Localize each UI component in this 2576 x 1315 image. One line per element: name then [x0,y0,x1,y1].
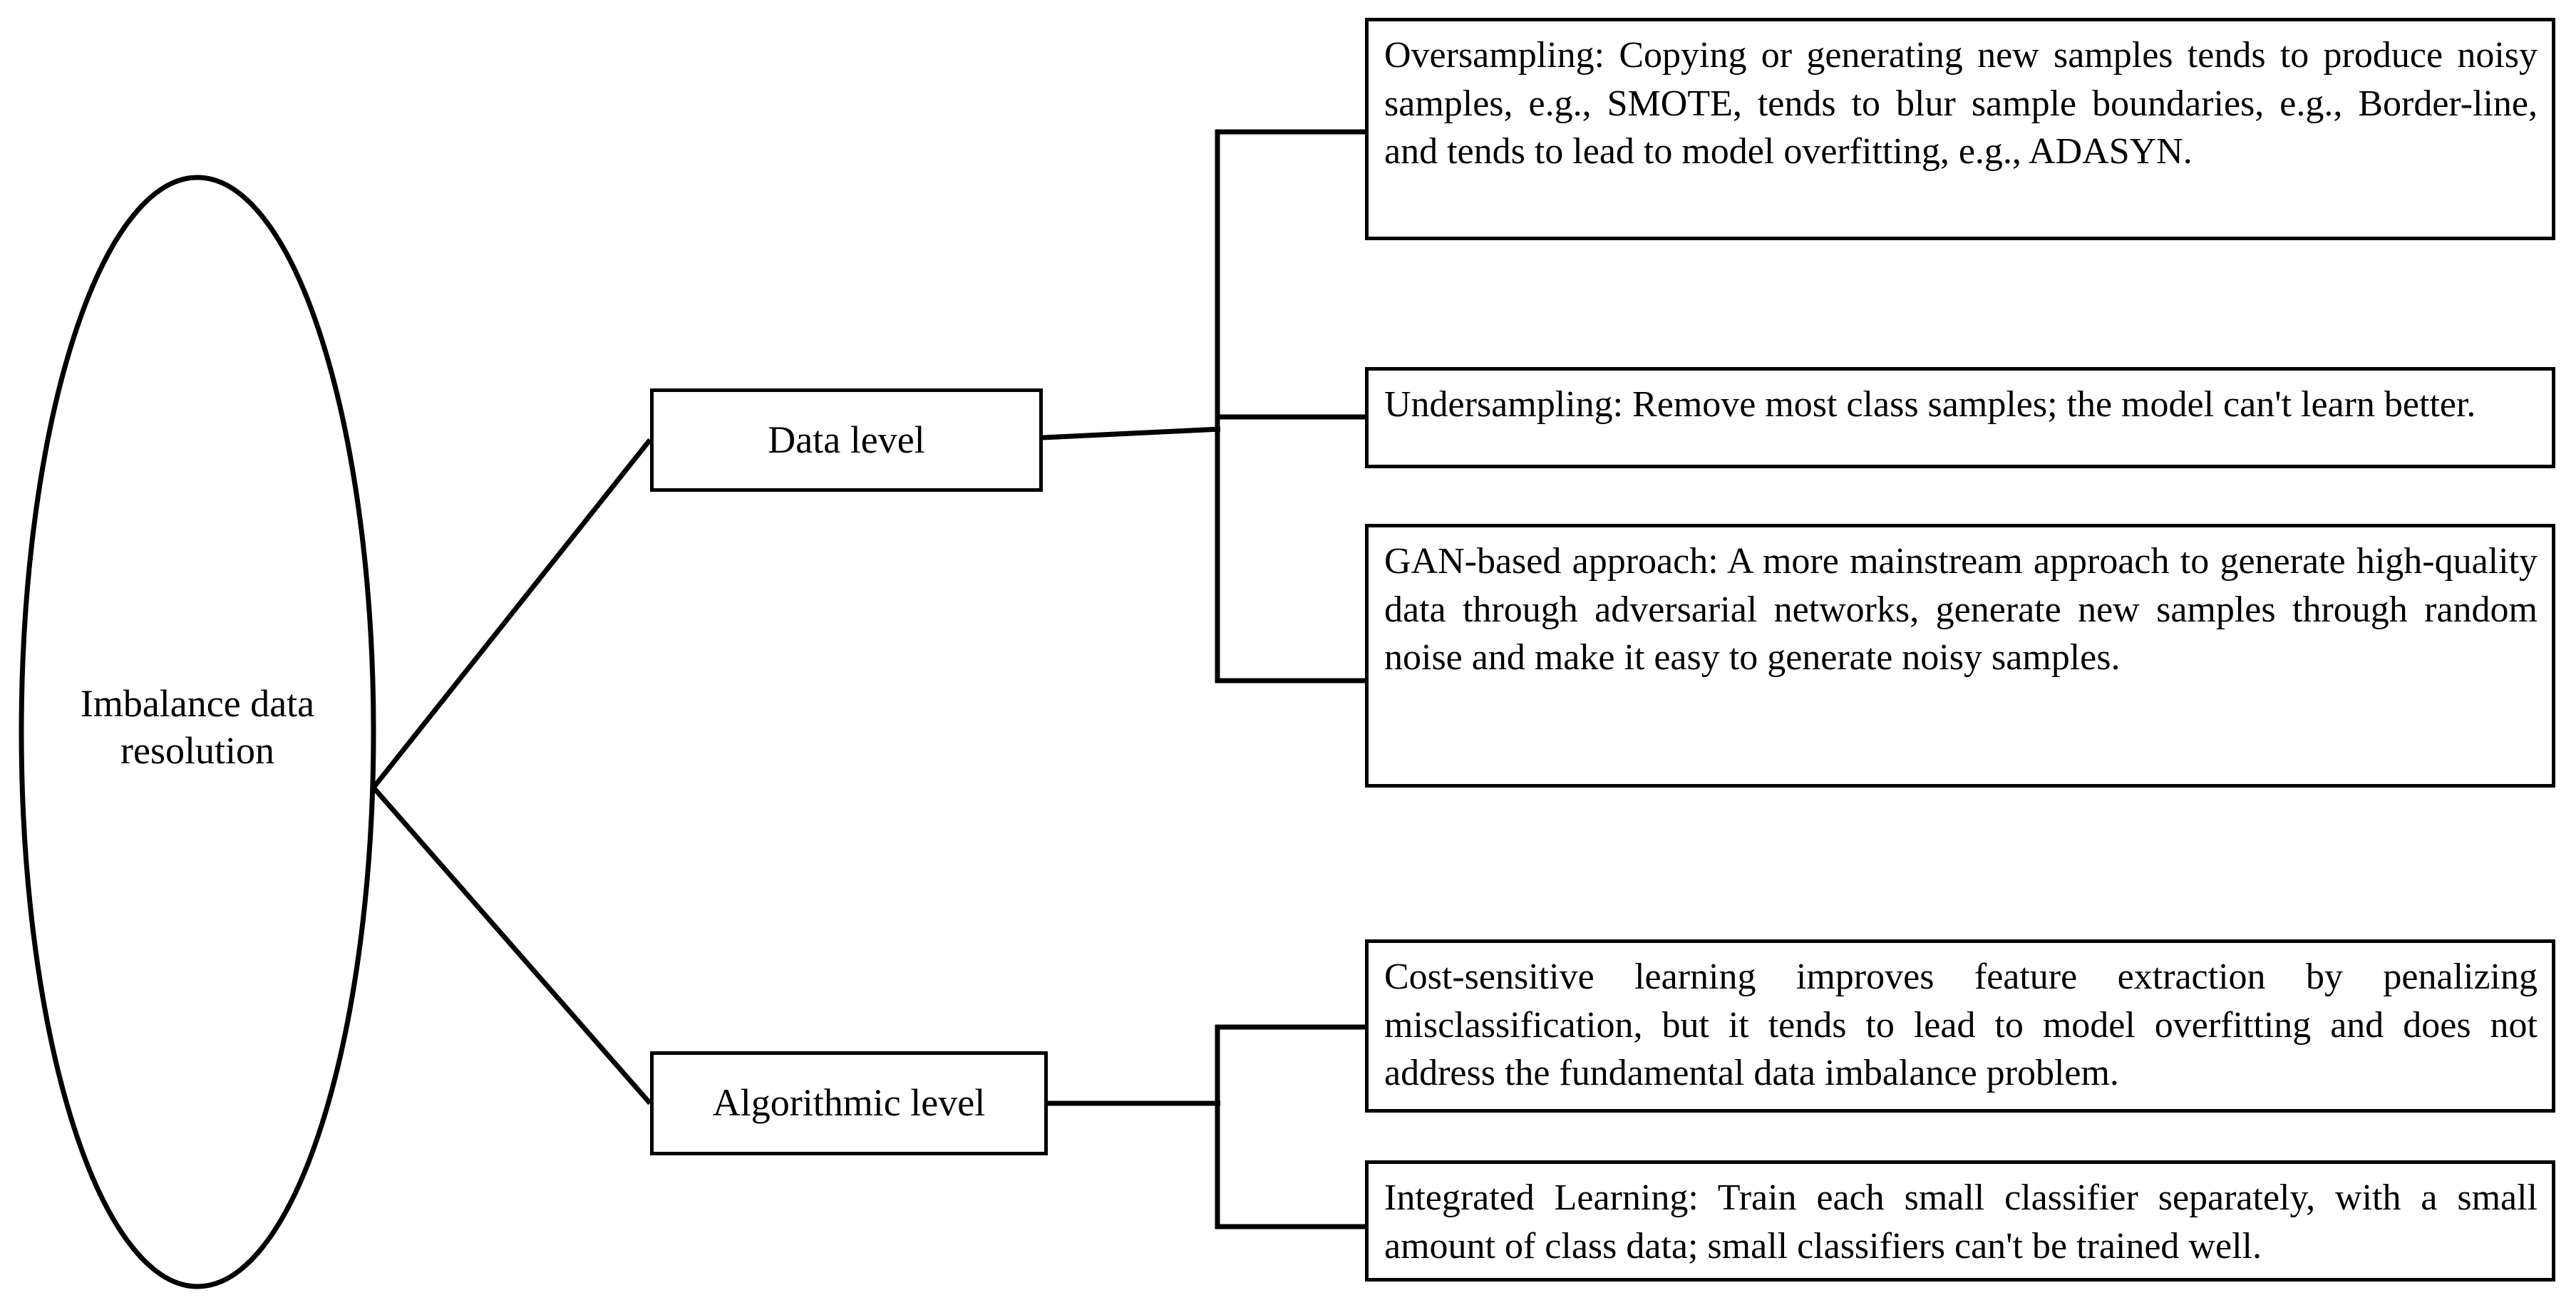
leaf-undersampling[interactable]: Undersampling: Remove most class samples… [1365,367,2555,468]
root-node-label: Imbalance data resolution [80,682,315,772]
node-data-level[interactable]: Data level [650,388,1043,492]
node-data-level-label: Data level [768,418,925,461]
leaf-gan-based-approach-text: GAN-based approach: A more mainstream ap… [1384,541,2538,679]
edge-root-to-algorithmic-level [371,785,652,1105]
node-algorithmic-level-label: Algorithmic level [712,1081,986,1125]
node-algorithmic-level[interactable]: Algorithmic level [650,1051,1048,1155]
leaf-gan-based-approach[interactable]: GAN-based approach: A more mainstream ap… [1365,524,2555,788]
leaf-cost-sensitive-learning[interactable]: Cost-sensitive learning improves feature… [1365,939,2555,1113]
leaf-undersampling-text: Undersampling: Remove most class samples… [1384,384,2476,425]
leaf-oversampling[interactable]: Oversampling: Copying or generating new … [1365,18,2555,240]
edge-root-to-data-level [371,438,652,790]
leaf-oversampling-text: Oversampling: Copying or generating new … [1384,35,2538,172]
edge-data-level-to-trunk [1042,426,1221,440]
leaf-integrated-learning-text: Integrated Learning: Train each small cl… [1384,1177,2538,1267]
leaf-cost-sensitive-learning-text: Cost-sensitive learning improves feature… [1384,956,2538,1094]
leaf-integrated-learning[interactable]: Integrated Learning: Train each small cl… [1365,1160,2555,1282]
